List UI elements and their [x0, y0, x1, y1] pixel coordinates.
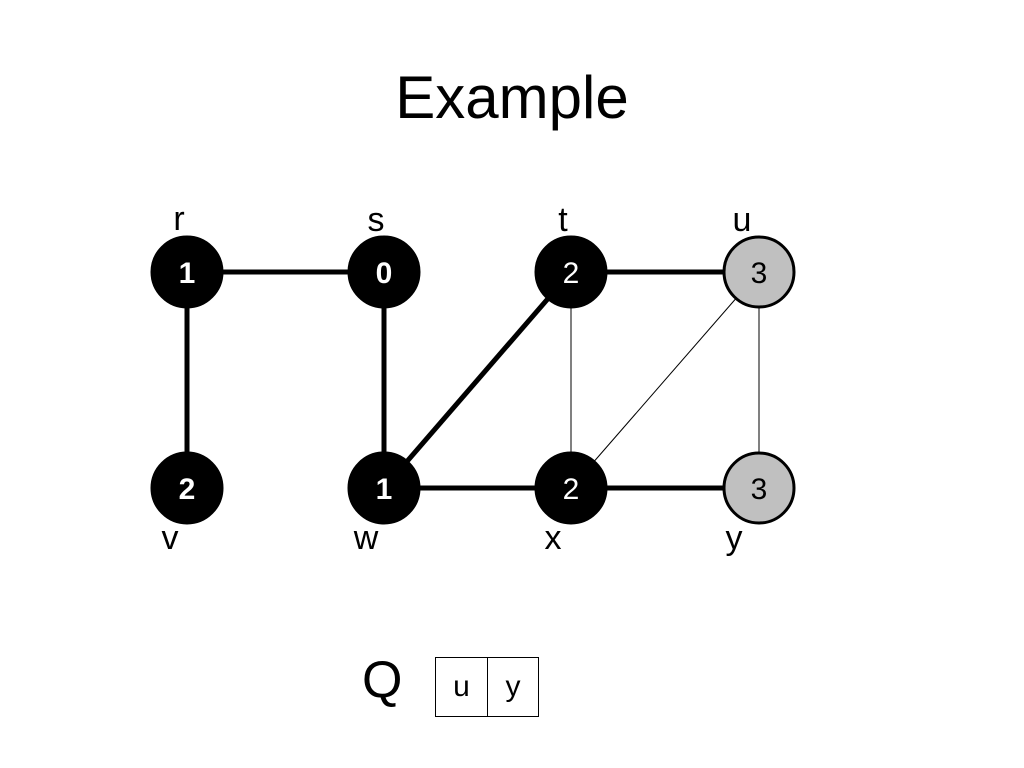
queue: u y: [435, 657, 539, 717]
vertex-label: t: [558, 201, 568, 239]
slide-title: Example: [395, 64, 629, 131]
vertex-distance: 3: [751, 473, 768, 506]
vertex-distance: 2: [563, 473, 580, 506]
vertex-circle: [722, 235, 796, 309]
vertex-label: x: [545, 519, 562, 557]
vertex-circle: [150, 235, 224, 309]
queue-cell: y: [487, 658, 538, 716]
vertex-v: 2v: [150, 451, 224, 557]
vertex-label: u: [733, 201, 752, 239]
vertex-circle: [347, 451, 421, 525]
vertex-circle: [150, 451, 224, 525]
vertex-label: s: [368, 201, 385, 239]
edges-layer: [184, 269, 760, 491]
edge-x-u: [570, 271, 760, 489]
vertex-s: 0s: [347, 201, 421, 309]
vertex-distance: 1: [376, 473, 393, 506]
vertex-r: 1r: [150, 200, 224, 309]
vertex-t: 2t: [534, 201, 608, 309]
vertex-x: 2x: [534, 451, 608, 557]
vertex-label: r: [173, 200, 184, 238]
vertex-u: 3u: [722, 201, 796, 309]
vertex-distance: 1: [179, 257, 196, 290]
vertex-label: v: [162, 519, 179, 557]
vertex-w: 1w: [347, 451, 421, 557]
queue-label: Q: [362, 651, 403, 709]
vertex-label: w: [353, 519, 379, 557]
vertex-distance: 3: [751, 257, 768, 290]
queue-cell: u: [453, 670, 470, 703]
vertex-circle: [534, 451, 608, 525]
vertex-distance: 0: [376, 257, 393, 290]
vertex-label: y: [726, 519, 743, 557]
vertex-circle: [534, 235, 608, 309]
vertex-circle: [722, 451, 796, 525]
vertex-distance: 2: [563, 257, 580, 290]
vertex-y: 3y: [722, 451, 796, 557]
edge-w-t: [382, 270, 573, 490]
vertex-distance: 2: [179, 473, 196, 506]
vertex-circle: [347, 235, 421, 309]
